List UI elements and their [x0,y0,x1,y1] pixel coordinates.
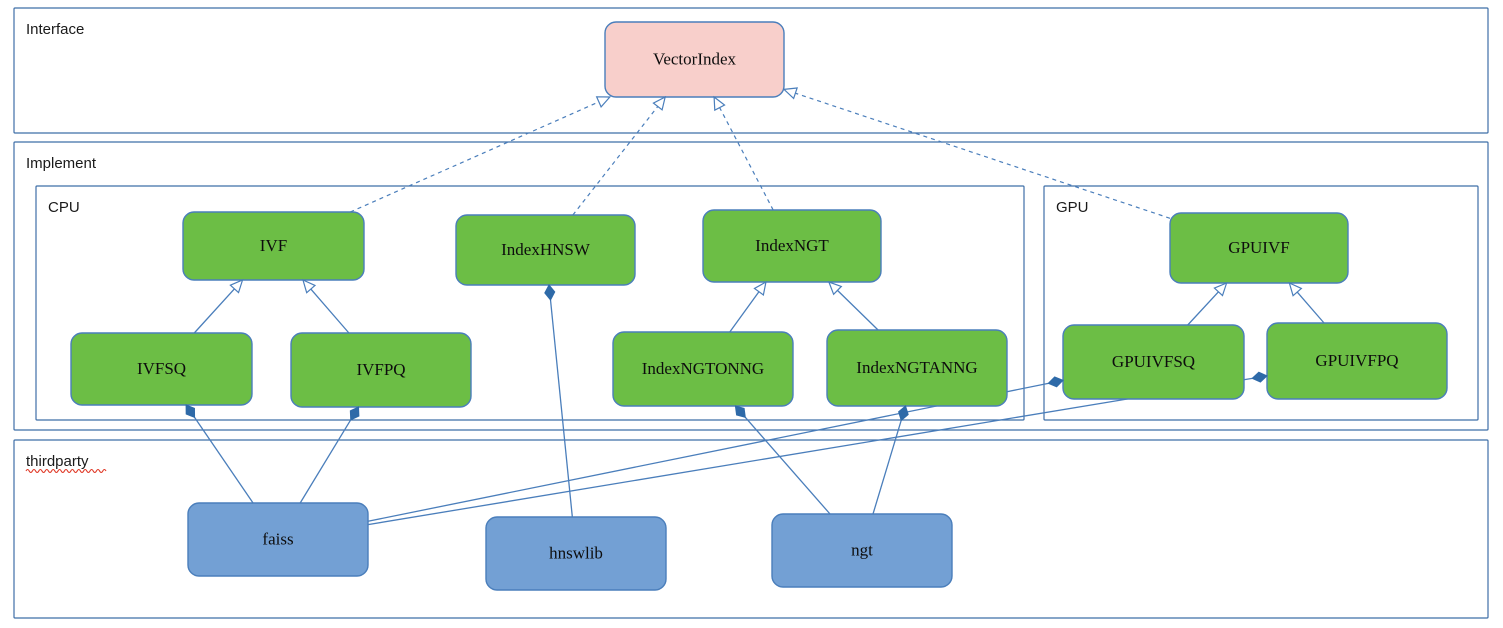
node-label-indexhnsw: IndexHNSW [501,240,591,259]
hollow-triangle-arrowhead-e-ivfsq-ivf [229,278,244,294]
edge-faiss-to-ivfpq [299,419,352,504]
edge-indexngt-to-vectorindex [719,107,774,211]
node-indexngt[interactable]: IndexNGT [702,209,882,283]
group-label-thirdparty: thirdparty [26,453,89,470]
filled-diamond-marker-e-faiss-ivfpq [349,406,360,421]
markers-layer [185,87,1303,422]
node-box-gpuivfsq[interactable] [1062,324,1245,400]
filled-diamond-marker-e-faiss-ivfsq [185,404,196,419]
node-label-hnswlib: hnswlib [549,543,603,562]
node-box-indexngt[interactable] [702,209,882,283]
group-label-implement: Implement [26,155,97,172]
edge-ivfpq-to-ivf [310,288,350,334]
node-hnswlib[interactable]: hnswlib [485,516,667,591]
node-ivfsq[interactable]: IVFSQ [70,332,253,406]
node-label-indexngt: IndexNGT [755,236,829,255]
node-ivf[interactable]: IVF [182,211,365,281]
group-frame-thirdparty [13,439,1489,619]
edge-ivfsq-to-ivf [193,288,235,334]
node-box-indexngtanng[interactable] [826,329,1008,407]
node-label-ivfsq: IVFSQ [137,359,186,378]
hollow-triangle-arrowhead-e-indexngt-vectorindex [713,95,726,112]
filled-diamond-marker-e-faiss-gpuivfsq [1047,376,1064,388]
edge-faiss-to-ivfsq [194,417,254,504]
edge-hnswlib-to-indexhnsw [549,299,573,518]
node-label-indexngtonng: IndexNGTONNG [642,359,764,378]
hollow-triangle-arrowhead-e-ngtonng-indexngt [753,280,767,296]
edge-gpuivf-to-vectorindex [795,92,1171,219]
hollow-triangle-arrowhead-e-ivfpq-ivf [302,278,317,294]
edge-gpuivfsq-to-gpuivf [1187,291,1219,326]
group-label-gpu: GPU [1056,199,1089,216]
node-indexngtonng[interactable]: IndexNGTONNG [612,331,794,407]
node-box-faiss[interactable] [187,502,369,577]
node-indexngtanng[interactable]: IndexNGTANNG [826,329,1008,407]
node-indexhnsw[interactable]: IndexHNSW [455,214,636,286]
node-ivfpq[interactable]: IVFPQ [290,332,472,408]
node-box-hnswlib[interactable] [485,516,667,591]
group-label-cpu: CPU [48,199,80,216]
edge-ngt-to-indexngtonng [744,416,831,515]
node-label-ivfpq: IVFPQ [356,360,405,379]
node-ngt[interactable]: ngt [771,513,953,588]
edge-gpuivfpq-to-gpuivf [1296,291,1325,324]
node-gpuivfpq[interactable]: GPUIVFPQ [1266,322,1448,400]
node-label-indexngtanng: IndexNGTANNG [856,358,977,377]
node-label-gpuivf: GPUIVF [1228,238,1289,257]
node-box-ngt[interactable] [771,513,953,588]
node-box-ivfpq[interactable] [290,332,472,408]
node-box-indexhnsw[interactable] [455,214,636,286]
hollow-triangle-arrowhead-e-indexhnsw-vectorindex [652,95,667,111]
node-box-ivf[interactable] [182,211,365,281]
node-vectorindex[interactable]: VectorIndex [604,21,785,98]
hollow-triangle-arrowhead-e-gpuivfpq-gpuivf [1288,281,1303,297]
edges-layer [193,92,1325,526]
filled-diamond-marker-e-hnswlib-indexhnsw [544,284,556,301]
node-label-vectorindex: VectorIndex [653,49,737,68]
group-label-interface: Interface [26,21,84,38]
node-box-gpuivf[interactable] [1169,212,1349,284]
node-box-vectorindex[interactable] [604,21,785,98]
node-gpuivf[interactable]: GPUIVF [1169,212,1349,284]
filled-diamond-marker-e-ngt-indexngtanng [898,405,909,422]
filled-diamond-marker-e-faiss-gpuivfpq [1251,371,1268,383]
node-label-gpuivfsq: GPUIVFSQ [1112,352,1195,371]
edge-faiss-to-gpuivfpq [367,377,1253,526]
node-box-indexngtonng[interactable] [612,331,794,407]
node-faiss[interactable]: faiss [187,502,369,577]
node-gpuivfsq[interactable]: GPUIVFSQ [1062,324,1245,400]
node-label-ivf: IVF [260,236,287,255]
edge-indexngtonng-to-indexngt [729,291,760,333]
filled-diamond-marker-e-ngt-indexngtonng [734,405,746,418]
hollow-triangle-arrowhead-e-gpuivf-vectorindex [782,87,798,100]
edge-indexhnsw-to-vectorindex [572,106,659,216]
edge-ngt-to-indexngtanng [872,420,902,515]
hollow-triangle-arrowhead-e-ivf-vectorindex [595,96,612,108]
edge-indexngtanng-to-indexngt [837,289,879,331]
hollow-triangle-arrowhead-e-ngtanng-indexngt [827,280,843,296]
node-label-faiss: faiss [262,529,293,548]
node-box-ivfsq[interactable] [70,332,253,406]
edge-ivf-to-vectorindex [350,101,600,213]
node-box-gpuivfpq[interactable] [1266,322,1448,400]
node-label-ngt: ngt [851,540,873,559]
group-thirdparty: thirdparty [13,439,1489,619]
spellcheck-underline [25,468,107,474]
node-label-gpuivfpq: GPUIVFPQ [1315,351,1398,370]
hollow-triangle-arrowhead-e-gpuivfsq-gpuivf [1213,281,1228,297]
